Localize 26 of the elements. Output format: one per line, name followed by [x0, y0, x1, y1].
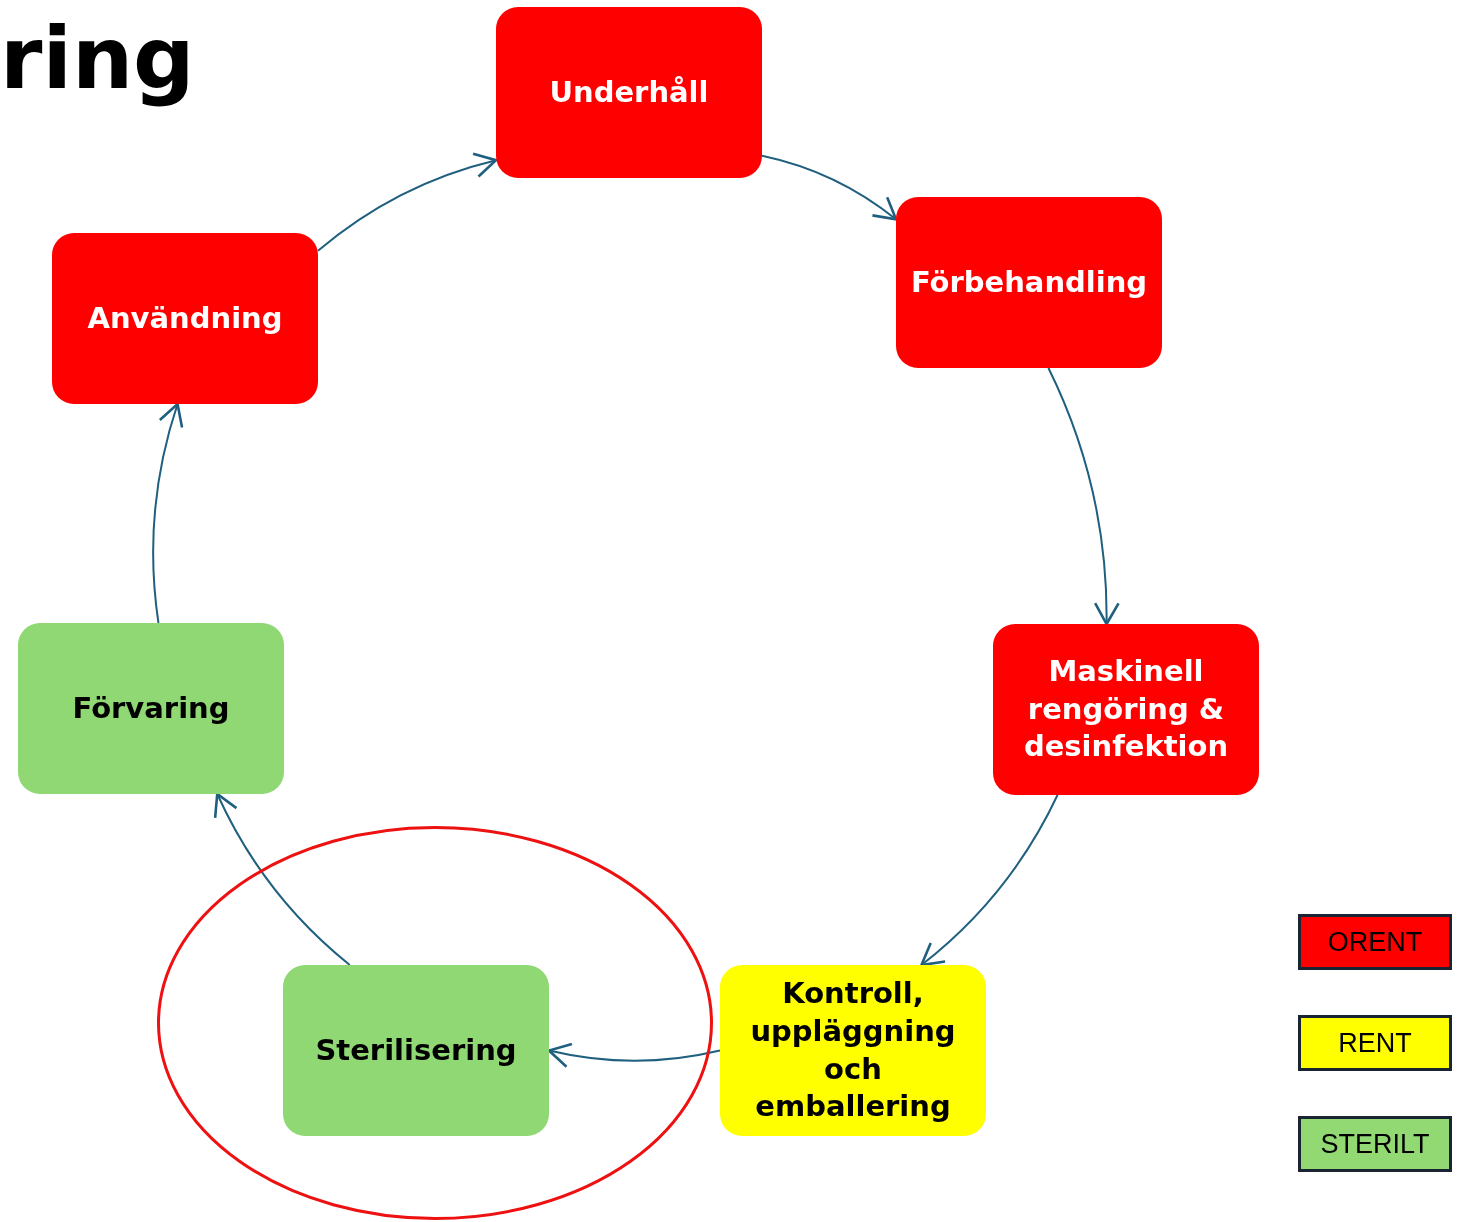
node-label: Användning [86, 299, 284, 337]
node-label: Sterilisering [314, 1031, 518, 1069]
arrow [214, 792, 351, 966]
legend-key: STERILT [1298, 1116, 1452, 1172]
highlight-ellipse [157, 826, 713, 1220]
arrow [761, 154, 898, 221]
arrow [152, 402, 184, 624]
process-box [896, 197, 1162, 368]
node-label: Förvaring [71, 689, 231, 727]
node-label: Maskinell rengöring & desinfektion [1022, 652, 1230, 766]
legend-key: ORENT [1298, 914, 1452, 970]
process-box [52, 233, 318, 404]
page-title: ring [0, 8, 195, 108]
process-box [283, 965, 549, 1136]
node-label: Förbehandling [909, 263, 1149, 301]
node-label: Kontroll, uppläggning och emballering [749, 975, 957, 1126]
process-box [496, 7, 762, 178]
arrow [920, 794, 1059, 967]
process-box [18, 623, 284, 794]
node-label: Underhåll [548, 73, 710, 111]
arrow [1047, 367, 1120, 626]
process-box [993, 624, 1259, 795]
arrow [317, 152, 498, 252]
arrow [547, 1042, 721, 1068]
legend-key: RENT [1298, 1015, 1452, 1071]
process-box [720, 965, 986, 1136]
